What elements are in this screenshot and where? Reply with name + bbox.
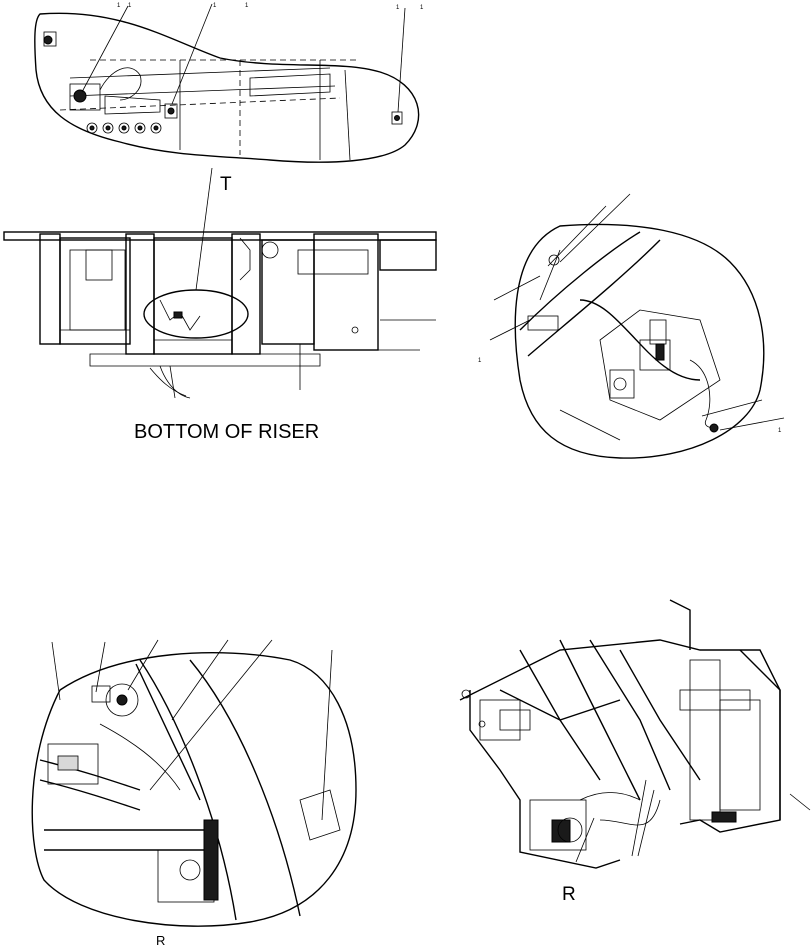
callout-r: R [562, 884, 576, 905]
svg-text:1: 1 [245, 3, 249, 9]
svg-text:1: 1 [117, 3, 121, 9]
detail-view-right: 1 1 [478, 193, 785, 459]
svg-text:1: 1 [213, 3, 217, 9]
riser-caption: BOTTOM OF RISER [134, 421, 319, 443]
callout-leader-t [195, 167, 213, 291]
svg-text:1: 1 [778, 428, 782, 434]
hotspot-ellipse [143, 289, 249, 339]
assembly-isometric [459, 599, 811, 869]
svg-text:1: 1 [396, 5, 400, 11]
bolt-row [86, 122, 162, 134]
svg-text:1: 1 [420, 5, 424, 11]
riser-assembly [3, 231, 437, 399]
svg-text:1: 1 [128, 3, 132, 9]
callout-r-small: R [156, 933, 165, 946]
detail-view-bottom-left [31, 639, 357, 927]
svg-text:1: 1 [478, 358, 482, 364]
callout-t: T [220, 174, 232, 195]
detail-view-t: 1 1 1 1 1 1 [34, 3, 424, 163]
